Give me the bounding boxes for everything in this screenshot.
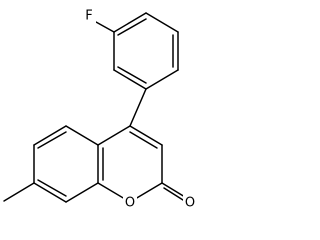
carbonyl-oxygen-atom: O — [183, 195, 197, 211]
bond-carbon-fluorine — [95, 21, 115, 33]
ring-oxygen-atom: O — [123, 195, 137, 211]
ring-oxygen-label: O — [125, 196, 135, 211]
bond-phenyl-c1-c2 — [145, 12, 179, 33]
bonds — [3, 12, 186, 203]
carbonyl-oxygen-label: O — [185, 196, 195, 211]
bond-c4a-c4 — [97, 125, 131, 146]
atom-labels: F O O — [82, 8, 197, 211]
fluorine-label: F — [85, 9, 92, 24]
bond-methyl — [3, 182, 35, 202]
chemical-structure-diagram: F O O — [3, 8, 197, 211]
bond-phenyl-c3-c4 — [145, 69, 179, 90]
bond-c4a-c5 — [65, 125, 99, 146]
bond-c7-c8 — [33, 182, 67, 203]
fluorine-atom: F — [82, 8, 96, 24]
bond-c4-c3 — [129, 125, 163, 146]
bond-c5-c6-inner — [37, 131, 67, 149]
bond-phenyl-coumarin-link — [129, 88, 147, 127]
bond-c5-c6 — [33, 125, 67, 146]
bond-phenyl-c6-c1-inner — [117, 18, 147, 36]
bond-c2-carbonyl-outer — [161, 182, 186, 198]
bond-phenyl-c4-c5-inner — [117, 66, 147, 84]
bond-c4-c3-inner — [129, 131, 158, 149]
bond-phenyl-c4-c5 — [113, 69, 147, 90]
bond-phenyl-c6-c1 — [113, 12, 147, 33]
bond-c2-carbonyl-inner — [163, 187, 184, 201]
bond-c7-c8-inner — [37, 179, 67, 197]
bond-c8-c8a — [65, 182, 99, 203]
